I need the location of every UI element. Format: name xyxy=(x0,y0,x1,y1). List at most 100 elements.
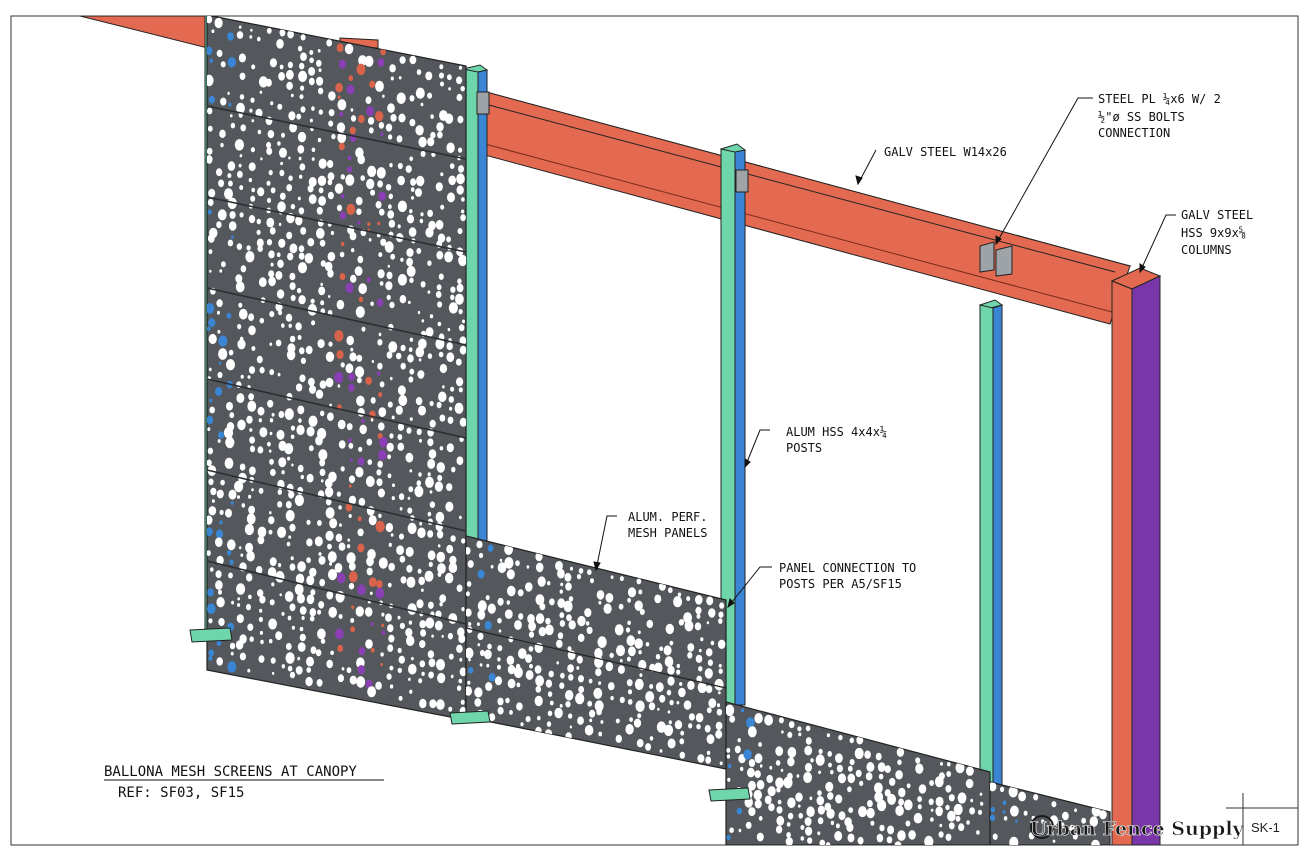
perforation xyxy=(866,762,875,772)
perforation xyxy=(1051,801,1057,808)
perforation xyxy=(215,168,223,177)
perforation xyxy=(318,187,324,194)
perforation xyxy=(387,582,392,588)
perforation xyxy=(448,302,458,314)
perforation xyxy=(299,347,305,355)
perforation xyxy=(298,245,305,253)
perforation xyxy=(324,261,333,272)
perforation xyxy=(424,570,434,582)
perforation xyxy=(311,320,316,326)
perforation xyxy=(218,179,225,188)
perforation xyxy=(594,648,603,659)
perforation xyxy=(809,796,813,801)
perforation xyxy=(654,662,663,674)
perforation xyxy=(207,447,214,455)
perforation xyxy=(928,798,934,806)
perforation xyxy=(456,93,463,102)
perforation xyxy=(277,526,287,538)
perforation xyxy=(438,273,444,280)
perforation xyxy=(209,58,213,63)
perforation xyxy=(234,480,244,493)
perforation xyxy=(619,659,623,663)
perforation xyxy=(409,55,417,65)
steel-column xyxy=(1110,267,1162,845)
perforation xyxy=(474,687,483,698)
perforation xyxy=(388,219,396,228)
perforation xyxy=(520,722,524,727)
perforation xyxy=(947,762,951,767)
perforation xyxy=(830,820,835,826)
perforation xyxy=(250,28,253,32)
perforation xyxy=(484,620,492,630)
perforation xyxy=(297,335,302,340)
perforation xyxy=(325,351,335,362)
perforation xyxy=(444,113,454,124)
perforation xyxy=(718,618,723,624)
perforation xyxy=(600,720,604,724)
perforation xyxy=(667,738,676,749)
perforation xyxy=(370,301,374,307)
perforation xyxy=(270,657,276,664)
perforation xyxy=(508,636,514,643)
perforation xyxy=(577,615,586,627)
perforation xyxy=(210,567,214,572)
perforation xyxy=(346,203,356,215)
perforation xyxy=(220,61,226,68)
perforation xyxy=(276,252,281,258)
perforation xyxy=(325,478,333,488)
perforation xyxy=(468,667,474,674)
perforation xyxy=(545,679,553,688)
perforation xyxy=(817,831,821,836)
perforation xyxy=(366,567,373,576)
perforation xyxy=(477,609,486,620)
perforation xyxy=(370,418,374,422)
perforation xyxy=(436,530,444,539)
perforation xyxy=(478,552,484,559)
drawing-reference: REF: SF03, SF15 xyxy=(118,785,244,801)
perforation xyxy=(1008,786,1018,798)
perforation xyxy=(718,668,723,674)
perforation xyxy=(637,713,642,719)
perforation xyxy=(908,830,916,840)
perforation xyxy=(278,222,282,227)
perforation xyxy=(228,572,233,579)
perforation xyxy=(208,333,217,345)
perforation xyxy=(990,782,997,792)
perforation xyxy=(708,608,716,618)
perforation xyxy=(415,397,423,406)
perforation xyxy=(1002,810,1006,814)
perforation xyxy=(277,201,286,212)
perforation xyxy=(259,427,268,438)
perforation xyxy=(676,669,681,675)
perforation xyxy=(417,568,422,574)
perforation xyxy=(913,812,923,824)
perforation xyxy=(286,349,296,361)
perforation xyxy=(281,611,285,616)
perforation xyxy=(419,218,424,224)
perforation xyxy=(386,673,392,680)
perforation xyxy=(594,700,604,712)
perforation xyxy=(576,666,580,670)
perforation xyxy=(349,675,357,685)
perforation xyxy=(468,658,471,662)
perforation xyxy=(378,252,383,258)
perforation xyxy=(246,415,253,424)
perforation xyxy=(250,97,255,103)
perforation xyxy=(740,708,745,713)
perforation xyxy=(328,606,338,618)
perforation xyxy=(449,555,457,565)
perforation xyxy=(634,600,643,611)
perforation xyxy=(477,643,481,647)
perforation xyxy=(427,650,435,659)
perforation xyxy=(557,598,566,609)
perforation xyxy=(249,436,256,444)
perforation xyxy=(663,645,672,656)
perforation xyxy=(299,606,307,615)
perforation xyxy=(308,67,316,76)
leader-panels xyxy=(595,515,617,571)
perforation xyxy=(992,833,998,840)
perforation xyxy=(245,542,254,553)
perforation xyxy=(633,718,642,728)
perforation xyxy=(251,187,256,193)
perforation xyxy=(570,566,573,571)
